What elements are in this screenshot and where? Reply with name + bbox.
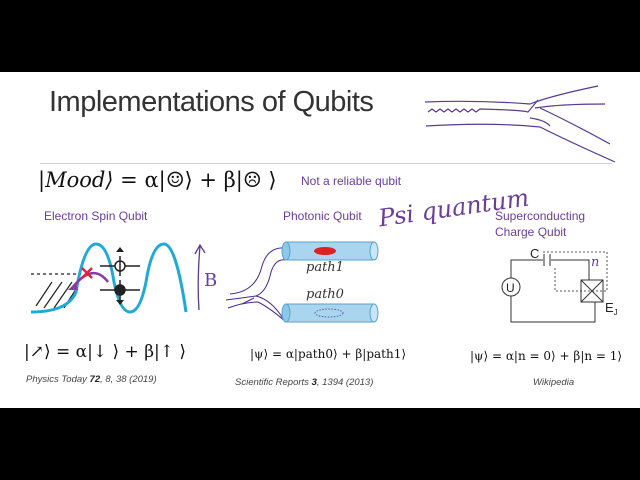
magnetic-field-arrow-icon — [194, 243, 206, 311]
charge-qubit-circuit: U C n EJ — [501, 246, 618, 323]
superconducting-label: Superconducting Charge Qubit — [495, 209, 586, 239]
charge-qubit-equation: |ψ⟩ = α|n = 0⟩ + β|n = 1⟩ — [470, 349, 623, 363]
magnetic-field-label: B — [204, 270, 218, 291]
svg-text:C: C — [530, 246, 539, 261]
svg-text:U: U — [506, 281, 515, 295]
photonic-diagram — [225, 241, 379, 323]
mood-equation: |Mood⟩ = α|☺⟩ + β|☹ ⟩ — [38, 168, 277, 192]
branching-sketch-icon — [424, 85, 616, 163]
path0-label: path0 — [306, 287, 344, 302]
mood-note: Not a reliable qubit — [301, 174, 402, 188]
slide-title: Implementations of Qubits — [49, 86, 374, 118]
path1-label: path1 — [306, 260, 344, 275]
electron-spin-equation: |↗⟩ = α|↓ ⟩ + β|↑ ⟩ — [24, 342, 187, 362]
electron-spin-diagram — [30, 242, 188, 314]
citation-physics-today: Physics Today 72, 8, 38 (2019) — [26, 374, 157, 385]
slide: Implementations of Qubits |Mood⟩ = α|☺⟩ … — [0, 72, 640, 408]
svg-text:n: n — [591, 255, 599, 270]
citation-wikipedia: Wikipedia — [533, 377, 575, 388]
citation-scientific-reports: Scientific Reports 3, 1394 (2013) — [235, 377, 374, 388]
photonic-equation: |ψ⟩ = α|path0⟩ + β|path1⟩ — [250, 347, 407, 361]
photonic-label: Photonic Qubit — [283, 209, 362, 223]
svg-text:EJ: EJ — [605, 300, 618, 317]
electron-spin-label: Electron Spin Qubit — [44, 209, 148, 223]
divider — [40, 163, 612, 164]
